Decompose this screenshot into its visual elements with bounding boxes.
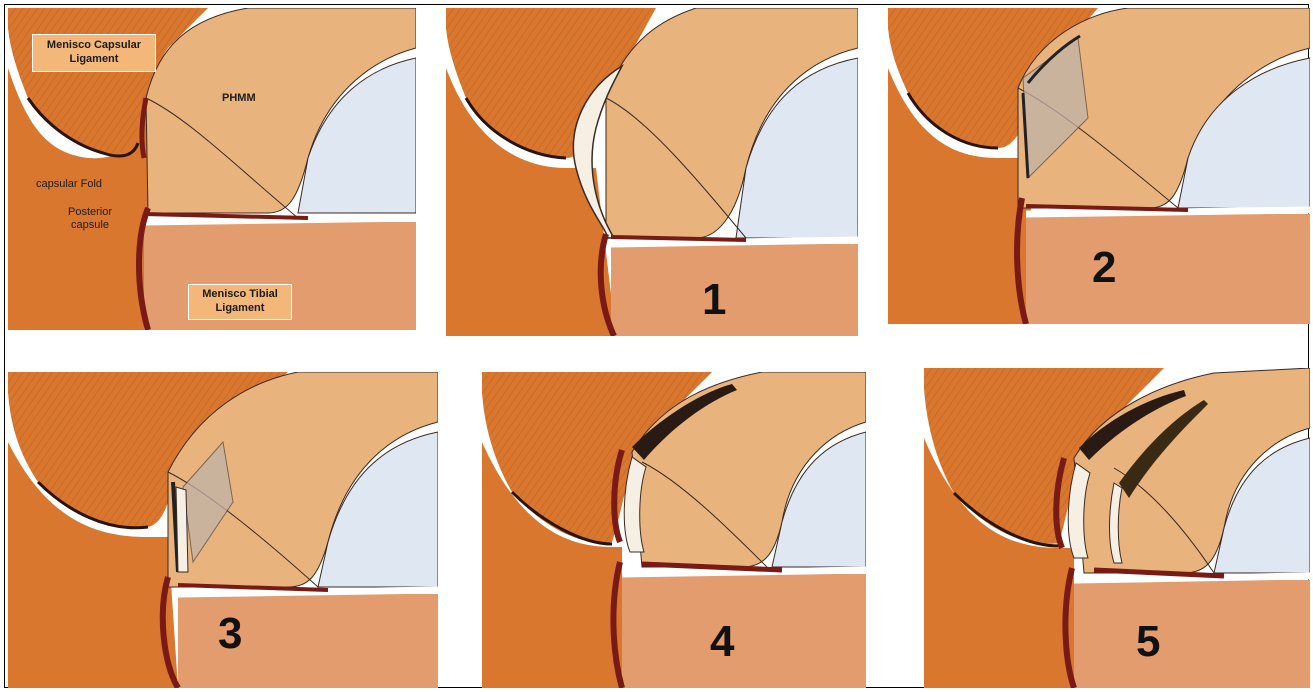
capsular-fold-label: capsular Fold bbox=[36, 178, 102, 191]
posterior-capsule-label: Posterior capsule bbox=[60, 206, 120, 232]
panel-number-1: 1 bbox=[702, 278, 726, 322]
panel-number-3: 3 bbox=[218, 612, 242, 656]
panel-anatomy: Menisco Capsular Ligament PHMM capsular … bbox=[8, 8, 416, 330]
phmm-label: PHMM bbox=[222, 92, 256, 105]
panel-number-2: 2 bbox=[1092, 246, 1116, 290]
tear-illustration-1 bbox=[446, 8, 858, 336]
menisco-capsular-label: Menisco Capsular Ligament bbox=[32, 34, 156, 72]
tear-illustration-4 bbox=[482, 372, 866, 688]
panel-5: 5 bbox=[924, 368, 1310, 688]
panel-number-5: 5 bbox=[1136, 620, 1160, 664]
panel-1: 1 bbox=[446, 8, 858, 336]
tear-illustration-5 bbox=[924, 368, 1310, 688]
panel-4: 4 bbox=[482, 372, 866, 688]
panel-2: 2 bbox=[888, 8, 1310, 324]
panel-number-4: 4 bbox=[710, 620, 734, 664]
panel-3: 3 bbox=[8, 372, 438, 688]
menisco-tibial-label: Menisco Tibial Ligament bbox=[188, 284, 292, 320]
